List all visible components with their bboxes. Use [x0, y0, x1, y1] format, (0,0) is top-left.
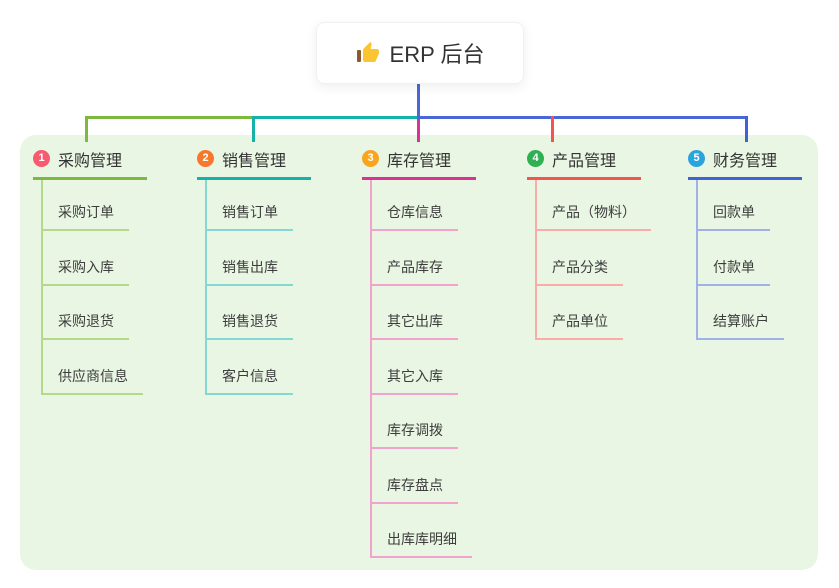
branch-number-badge: 5 [688, 150, 705, 167]
child-node[interactable]: 客户信息 [205, 361, 293, 395]
connector-segment [85, 116, 252, 119]
branch-label: 库存管理 [387, 152, 452, 170]
branch-number-badge: 1 [33, 150, 50, 167]
child-node[interactable]: 库存调拨 [370, 415, 458, 449]
root-node[interactable]: ERP 后台 [316, 22, 524, 84]
children-rail-line [535, 180, 537, 340]
branch-node-2[interactable]: 2 销售管理 [197, 146, 311, 180]
child-node[interactable]: 采购退货 [41, 306, 129, 340]
child-node[interactable]: 产品单位 [535, 306, 623, 340]
connector-segment [417, 116, 748, 119]
branch-number-badge: 3 [362, 150, 379, 167]
branch-drop-line [85, 116, 88, 142]
child-node[interactable]: 产品（物料） [535, 197, 651, 231]
branch-drop-line [551, 116, 554, 142]
branches-panel [20, 135, 818, 570]
children-rail-line [370, 180, 372, 558]
child-node[interactable]: 采购订单 [41, 197, 129, 231]
child-node[interactable]: 产品库存 [370, 252, 458, 286]
child-node[interactable]: 供应商信息 [41, 361, 143, 395]
child-node[interactable]: 出库库明细 [370, 524, 472, 558]
child-node[interactable]: 销售退货 [205, 306, 293, 340]
branch-label: 产品管理 [552, 152, 617, 170]
child-node[interactable]: 回款单 [696, 197, 770, 231]
branch-node-4[interactable]: 4 产品管理 [527, 146, 641, 180]
child-node[interactable]: 库存盘点 [370, 470, 458, 504]
children-rail-line [696, 180, 698, 340]
branch-node-5[interactable]: 5 财务管理 [688, 146, 802, 180]
branch-node-3[interactable]: 3 库存管理 [362, 146, 476, 180]
branch-number-badge: 4 [527, 150, 544, 167]
branch-label: 采购管理 [58, 152, 123, 170]
connector-segment [252, 116, 417, 119]
child-node[interactable]: 其它出库 [370, 306, 458, 340]
branch-number-badge: 2 [197, 150, 214, 167]
thumbs-up-icon [356, 42, 379, 62]
root-connector-line [417, 82, 420, 119]
child-node[interactable]: 销售出库 [205, 252, 293, 286]
branch-label: 销售管理 [222, 152, 287, 170]
child-node[interactable]: 付款单 [696, 252, 770, 286]
branch-drop-line [745, 116, 748, 142]
branch-label: 财务管理 [713, 152, 778, 170]
child-node[interactable]: 结算账户 [696, 306, 784, 340]
root-node-label: ERP 后台 [389, 42, 485, 67]
branch-drop-line [417, 119, 420, 142]
child-node[interactable]: 销售订单 [205, 197, 293, 231]
child-node[interactable]: 仓库信息 [370, 197, 458, 231]
children-rail-line [41, 180, 43, 395]
child-node[interactable]: 采购入库 [41, 252, 129, 286]
child-node[interactable]: 其它入库 [370, 361, 458, 395]
branch-node-1[interactable]: 1 采购管理 [33, 146, 147, 180]
children-rail-line [205, 180, 207, 395]
child-node[interactable]: 产品分类 [535, 252, 623, 286]
branch-drop-line [252, 116, 255, 142]
